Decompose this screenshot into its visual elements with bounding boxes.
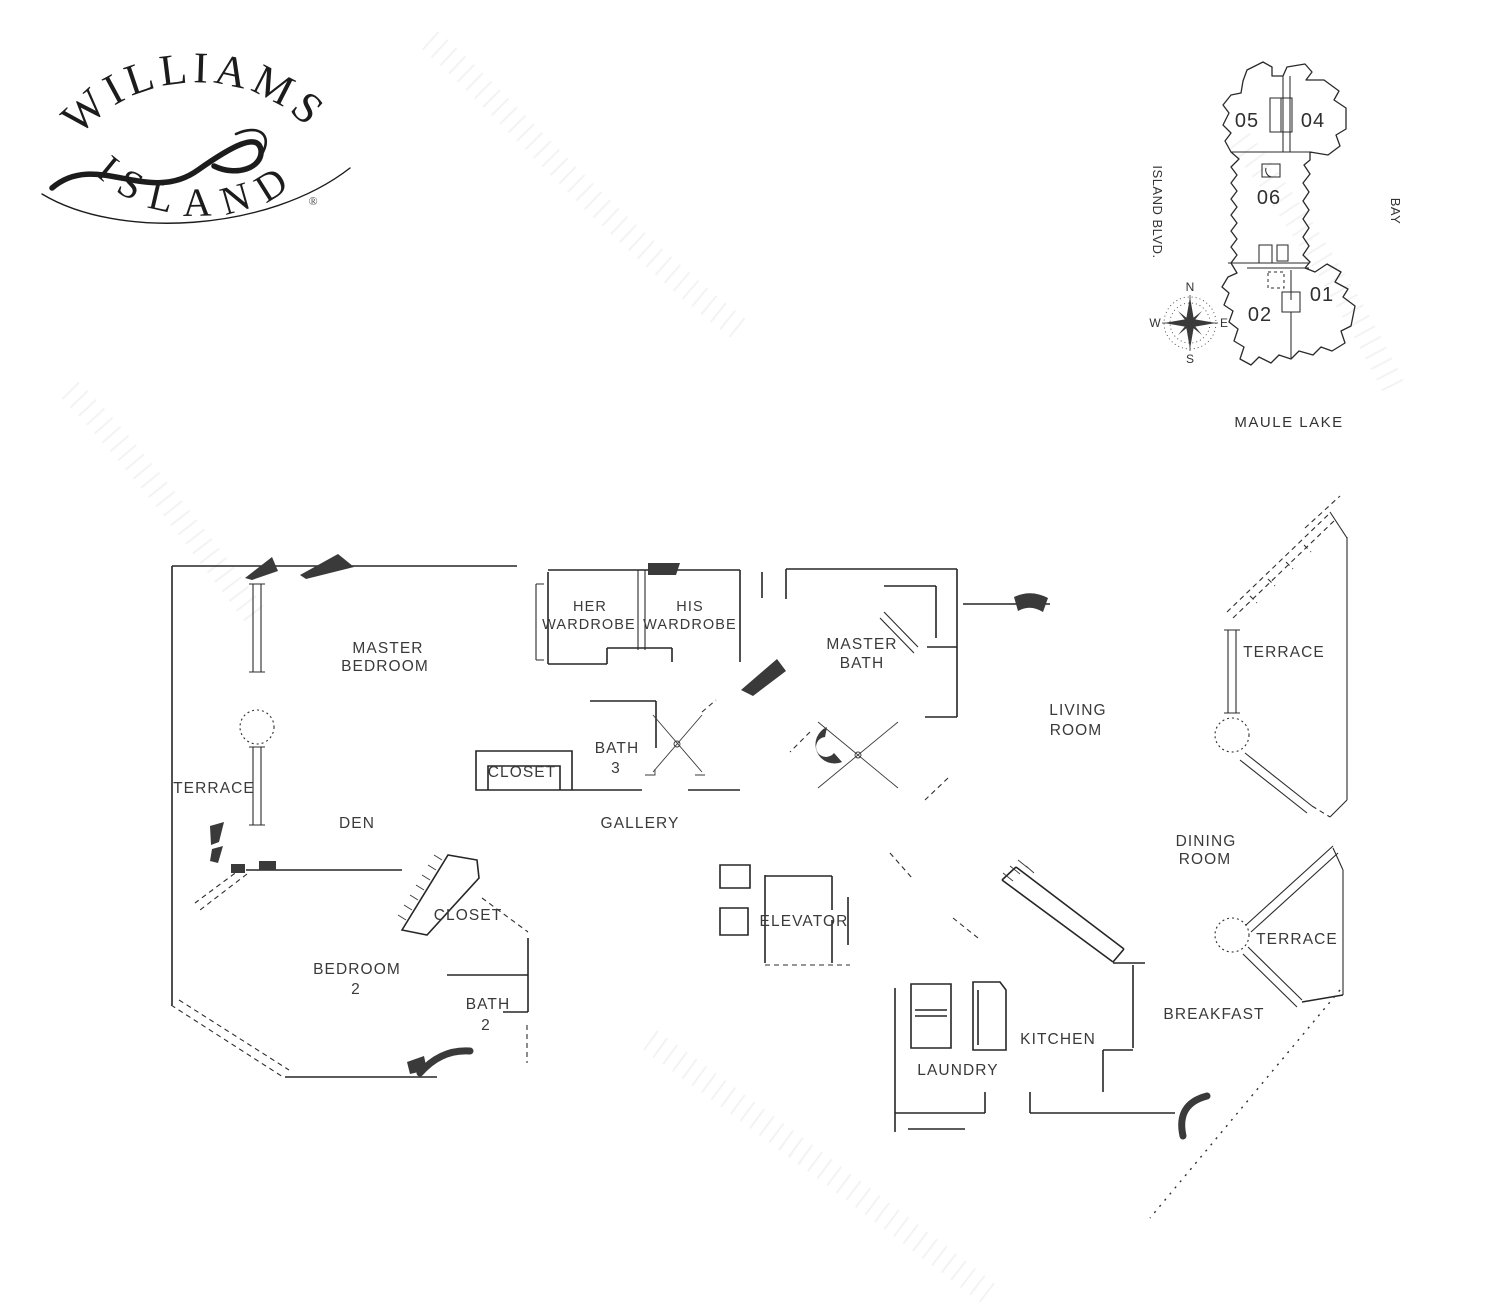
room-label-master-bath-1: MASTER bbox=[826, 636, 897, 653]
logo-swash-icon bbox=[41, 128, 351, 224]
room-label-terrace-west: TERRACE bbox=[173, 780, 255, 797]
room-label-elevator: ELEVATOR bbox=[760, 913, 849, 930]
column-southeast bbox=[1214, 917, 1250, 953]
shower-head-master-icon bbox=[854, 751, 862, 759]
room-label-bath3-1: BATH bbox=[595, 740, 640, 757]
unit-label-05: 05 bbox=[1235, 110, 1259, 132]
door-leaf-wardrobe-icon bbox=[648, 563, 680, 575]
room-label-living-room-1: LIVING bbox=[1049, 702, 1106, 719]
floor-plan: MASTER BEDROOM HER WARDROBE HIS WARDROBE… bbox=[170, 495, 1348, 1219]
windows bbox=[249, 511, 1348, 1008]
door-swings bbox=[210, 554, 1211, 1140]
door-leaf-master-bedroom-icon bbox=[245, 554, 354, 580]
logo-top-text-path: WILLIAMS bbox=[52, 43, 336, 143]
room-label-bedroom2-1: BEDROOM bbox=[313, 961, 401, 978]
compass-east-label: E bbox=[1220, 316, 1228, 330]
room-label-closet-hall: CLOSET bbox=[488, 764, 557, 781]
unit-label-06: 06 bbox=[1257, 187, 1281, 209]
wall-cap-terrace-icon bbox=[210, 822, 224, 863]
bay-label: BAY bbox=[1388, 198, 1403, 225]
room-label-closet-bedroom2: CLOSET bbox=[434, 907, 503, 924]
wall-blobs-bedroom2-icon bbox=[231, 861, 276, 873]
dotted-building-edge bbox=[1149, 989, 1341, 1219]
unit-label-02: 02 bbox=[1248, 304, 1272, 326]
walls bbox=[171, 565, 1344, 1132]
room-label-her-wardrobe-2: WARDROBE bbox=[542, 617, 636, 633]
room-label-bath3-2: 3 bbox=[611, 760, 621, 777]
door-arc-bedroom2-icon bbox=[416, 1047, 474, 1077]
room-label-bath2-1: BATH bbox=[466, 996, 511, 1013]
keyplan-inner-walls bbox=[1228, 76, 1310, 358]
room-label-master-bedroom-2: BEDROOM bbox=[341, 658, 429, 675]
compass-south-label: S bbox=[1186, 352, 1194, 366]
door-leaf-master-bath-icon bbox=[741, 659, 786, 696]
room-label-bedroom2-2: 2 bbox=[351, 981, 361, 998]
lake-label: MAULE LAKE bbox=[1234, 414, 1343, 431]
fixture-lines bbox=[397, 714, 1035, 921]
room-label-bath2-2: 2 bbox=[481, 1017, 491, 1034]
watermark-texture bbox=[61, 31, 1406, 1305]
room-label-terrace-southeast: TERRACE bbox=[1256, 931, 1338, 948]
logo-bottom-text: ISLAND bbox=[89, 146, 293, 225]
room-label-his-wardrobe-2: WARDROBE bbox=[643, 617, 737, 633]
room-label-laundry: LAUNDRY bbox=[917, 1062, 999, 1079]
room-label-dining-room-2: ROOM bbox=[1179, 851, 1232, 868]
room-label-breakfast: BREAKFAST bbox=[1163, 1006, 1264, 1023]
door-arc-breakfast-icon bbox=[1178, 1092, 1211, 1140]
unit-label-01: 01 bbox=[1310, 284, 1334, 306]
logo: WILLIAMS ISLAND ® bbox=[41, 43, 351, 225]
street-label: ISLAND BLVD. bbox=[1150, 165, 1165, 258]
room-label-dining-room-1: DINING bbox=[1176, 833, 1237, 850]
compass-rose-icon: N S W E bbox=[1149, 280, 1228, 366]
column-west bbox=[239, 709, 275, 745]
keyplan: 05 04 06 02 01 ISLAND BLVD. BAY MAULE LA… bbox=[1149, 61, 1403, 431]
dashed-walls bbox=[170, 495, 1341, 1078]
room-label-her-wardrobe-1: HER bbox=[573, 599, 607, 615]
room-label-master-bath-2: BATH bbox=[840, 655, 885, 672]
room-label-master-bedroom-1: MASTER bbox=[352, 640, 423, 657]
keyplan-outline bbox=[1221, 61, 1356, 366]
shower-head-bath3-icon bbox=[673, 740, 681, 748]
toilet-master-bath-icon bbox=[815, 727, 842, 764]
door-leaf-entry-icon bbox=[1014, 593, 1048, 612]
room-label-terrace-northeast: TERRACE bbox=[1243, 644, 1325, 661]
logo-top-text: WILLIAMS bbox=[52, 43, 331, 143]
room-label-his-wardrobe-1: HIS bbox=[676, 599, 703, 615]
room-labels: MASTER BEDROOM HER WARDROBE HIS WARDROBE… bbox=[173, 599, 1338, 1079]
unit-label-04: 04 bbox=[1301, 110, 1325, 132]
room-label-gallery: GALLERY bbox=[601, 815, 680, 832]
logo-bottom-text-path: ISLAND bbox=[89, 146, 306, 225]
column-northeast bbox=[1214, 717, 1250, 753]
compass-west-label: W bbox=[1149, 316, 1161, 330]
room-label-living-room-2: ROOM bbox=[1050, 722, 1103, 739]
room-label-den: DEN bbox=[339, 815, 375, 832]
keyplan-dashed-box bbox=[1267, 271, 1285, 289]
compass-north-label: N bbox=[1186, 280, 1195, 294]
room-label-kitchen: KITCHEN bbox=[1020, 1031, 1096, 1048]
registered-mark: ® bbox=[308, 194, 317, 208]
